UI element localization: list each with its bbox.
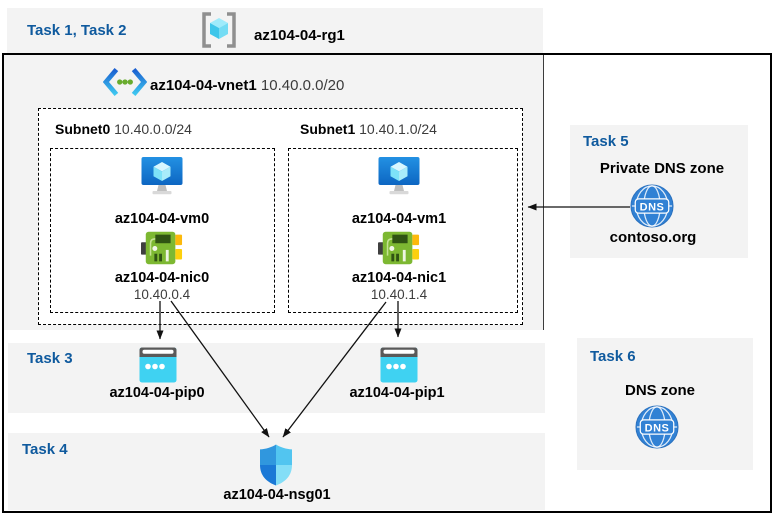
subnet1-cidr: 10.40.1.0/24 [359,121,437,137]
vm0-icon [140,157,184,197]
task5-heading: Task 5 [583,133,629,150]
dns-icon: DNS [635,405,679,449]
pip0-icon [139,347,177,383]
subnet1-box [288,148,518,313]
subnet0-cidr: 10.40.0.0/24 [114,121,192,137]
nic0-icon [141,229,183,267]
subnet0-box [50,148,275,313]
dns-zone-box [577,338,753,470]
virtual-network-icon [102,66,148,98]
subnets-group-box [38,108,523,325]
task3-heading: Task 3 [27,350,73,367]
task4-heading: Task 4 [22,441,68,458]
dns-zone-title: DNS zone [624,382,695,399]
subnet0-name: Subnet0 [55,121,111,137]
dns-icon-text: DNS [640,201,665,213]
vm1-icon [377,157,421,197]
resource-group-name: az104-04-rg1 [254,27,345,44]
nic1-name: az104-04-nic1 [351,270,447,286]
dns-icon-text: DNS [645,422,670,434]
private-dns-zone-title: Private DNS zone [599,160,725,177]
nic0-name: az104-04-nic0 [114,270,210,286]
private-dns-zone-name: contoso.org [609,229,697,246]
nic0-ip: 10.40.0.4 [133,287,191,302]
task6-heading: Task 6 [590,348,636,365]
vnet-cidr: 10.40.0.0/20 [260,77,345,94]
nic1-ip: 10.40.1.4 [370,287,428,302]
pip1-icon [380,347,418,383]
task-1-2-heading: Task 1, Task 2 [27,22,127,39]
nsg-icon [258,444,294,486]
vm0-name: az104-04-vm0 [114,211,210,227]
pip0-name: az104-04-pip0 [109,385,205,401]
vm1-name: az104-04-vm1 [351,211,447,227]
resource-group-icon [200,11,238,49]
nsg-name: az104-04-nsg01 [223,487,331,503]
private-dns-icon: DNS [630,184,674,228]
pip1-name: az104-04-pip1 [349,385,445,401]
task3-band [8,343,545,413]
nic1-icon [378,229,420,267]
vnet-name: az104-04-vnet1 [150,77,257,94]
subnet1-name: Subnet1 [300,121,356,137]
resource-group-band: Task 1, Task 2 az104-04-rg1 [7,8,543,53]
